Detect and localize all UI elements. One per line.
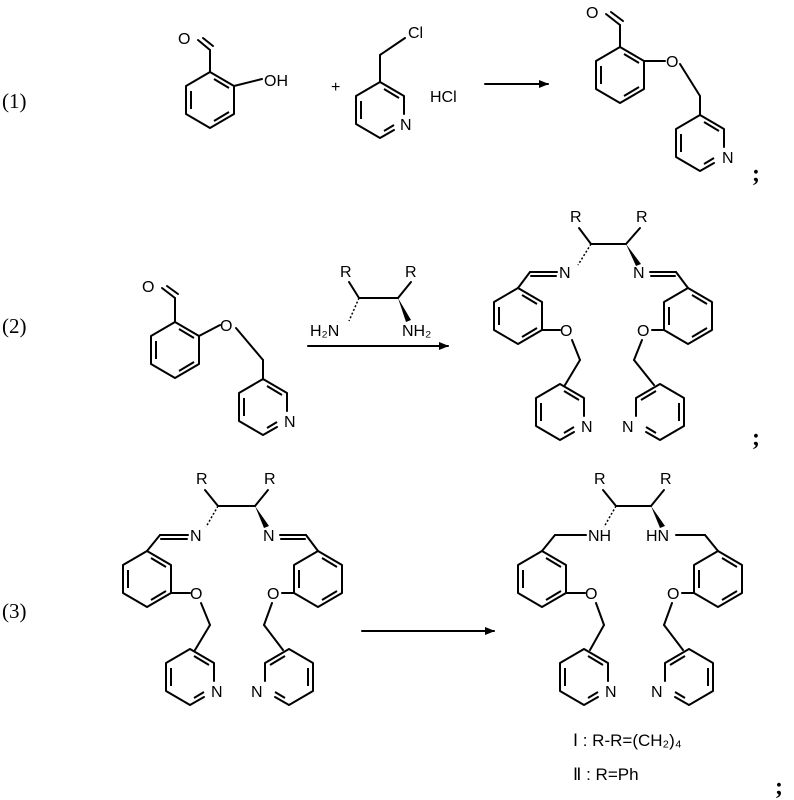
step-3-label: (3) — [2, 599, 27, 623]
diimine-reactant-structure: R R N N O N O N — [122, 471, 343, 706]
atom-label: N — [633, 265, 645, 282]
chloromethylpyridine-hcl-structure: Cl N HCl — [355, 25, 457, 139]
atom-label: O — [667, 586, 679, 603]
step-1-terminator: ; — [752, 161, 760, 187]
diamine-reagent-structure: R R H₂N NH₂ — [310, 264, 431, 340]
atom-label: O — [586, 5, 598, 22]
atom-label: NH₂ — [402, 323, 431, 340]
atom-label: HCl — [430, 89, 457, 106]
product-1-structure: O O N — [586, 5, 734, 172]
atom-label: N — [722, 150, 734, 167]
atom-label: O — [666, 54, 678, 71]
atom-label: N — [284, 414, 296, 431]
atom-label: N — [251, 684, 263, 701]
aldehyde-reactant-structure: O O N — [142, 279, 296, 436]
plus-sign: + — [331, 79, 340, 96]
atom-label: R — [636, 209, 648, 226]
atom-label: Cl — [408, 25, 423, 42]
atom-label: R — [594, 471, 606, 488]
atom-label: NH — [588, 528, 611, 545]
atom-label: R — [196, 471, 208, 488]
atom-label: H₂N — [310, 323, 339, 340]
step-3-terminator: ; — [775, 774, 783, 800]
atom-label: O — [267, 586, 279, 603]
compound-note-2: Ⅱ : R=Ph — [573, 765, 639, 784]
atom-label: O — [142, 279, 154, 296]
diamine-product-structure: R R NH HN O N O N — [517, 471, 743, 706]
atom-label: O — [178, 31, 190, 48]
atom-label: O — [585, 586, 597, 603]
compound-note-1: Ⅰ : R-R=(CH₂)₄ — [573, 731, 682, 750]
atom-label: R — [340, 264, 352, 281]
salicylaldehyde-structure: O OH — [178, 31, 288, 129]
atom-label: HN — [646, 528, 669, 545]
atom-label: N — [400, 117, 412, 134]
atom-label: R — [264, 471, 276, 488]
atom-label: O — [190, 586, 202, 603]
step-2-terminator: ; — [752, 425, 760, 451]
atom-label: R — [570, 209, 582, 226]
atom-label: R — [660, 471, 672, 488]
atom-label: N — [605, 684, 617, 701]
step-2-label: (2) — [2, 314, 27, 338]
atom-label: OH — [264, 73, 288, 90]
atom-label: N — [263, 528, 275, 545]
step-1-label: (1) — [2, 89, 27, 113]
diimine-product-structure: R R N N O N O N — [493, 209, 713, 441]
atom-label: O — [220, 318, 232, 335]
atom-label: N — [622, 419, 634, 436]
atom-label: N — [190, 528, 202, 545]
atom-label: N — [581, 419, 593, 436]
atom-label: R — [405, 264, 417, 281]
atom-label: O — [560, 323, 572, 340]
atom-label: N — [651, 684, 663, 701]
atom-label: N — [559, 265, 571, 282]
atom-label: N — [211, 684, 223, 701]
atom-label: O — [637, 323, 649, 340]
